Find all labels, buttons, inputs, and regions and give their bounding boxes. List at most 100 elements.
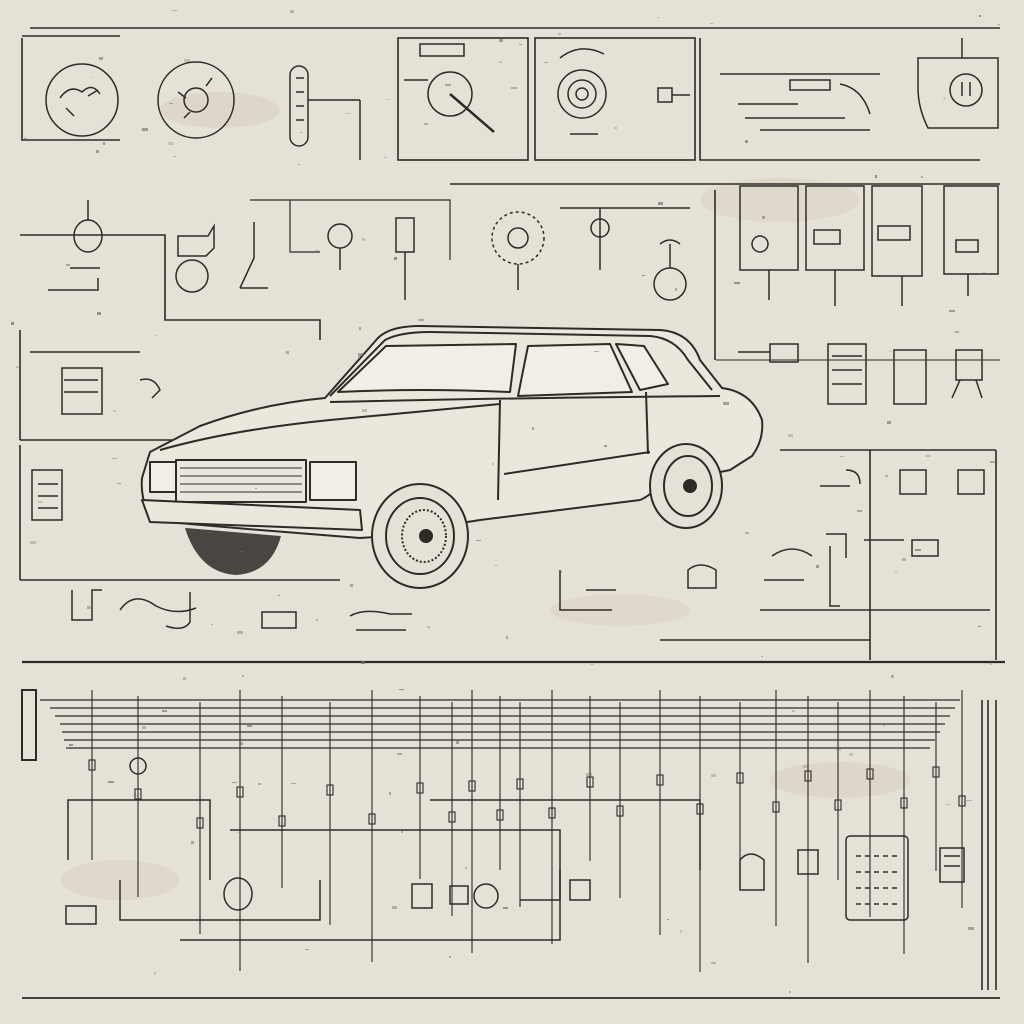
ink-speck: [242, 675, 244, 677]
ink-speck: [889, 351, 892, 352]
ink-speck: [38, 501, 42, 503]
terminal-mark: [736, 772, 744, 784]
control-module: [845, 835, 909, 921]
ink-speck: [291, 783, 296, 784]
ink-speck: [883, 724, 885, 726]
terminal-mark: [548, 807, 556, 819]
car-door-line: [497, 391, 651, 501]
ink-speck: [237, 631, 243, 634]
ink-speck: [184, 59, 190, 62]
ink-speck: [506, 636, 508, 639]
terminal-mark: [932, 766, 940, 778]
ink-speck: [191, 841, 194, 844]
ink-speck: [657, 17, 659, 18]
ink-speck: [389, 792, 391, 795]
ink-speck: [921, 176, 923, 178]
ink-speck: [362, 238, 365, 241]
ink-speck: [424, 123, 428, 125]
ink-speck: [300, 132, 302, 133]
ink-speck: [788, 434, 793, 437]
ink-speck: [142, 128, 148, 131]
ink-speck: [87, 606, 93, 609]
ink-speck: [117, 483, 121, 484]
ink-speck: [384, 157, 387, 158]
ink-speck: [642, 275, 645, 276]
car-roof-line: [329, 331, 713, 397]
ink-speck: [174, 156, 176, 157]
terminal-mark: [326, 784, 334, 796]
sensor: [657, 87, 690, 103]
ink-speck: [92, 77, 94, 78]
lamp: [327, 223, 353, 270]
ink-speck: [885, 475, 888, 477]
ink-speck: [955, 331, 959, 333]
panel-borders: [19, 27, 1005, 999]
ink-speck: [594, 351, 599, 352]
ink-speck: [16, 366, 20, 368]
ink-speck: [278, 595, 280, 596]
car-side-window-2: [615, 343, 669, 391]
ink-speck: [361, 661, 365, 664]
ink-speck: [386, 99, 390, 100]
ink-speck: [943, 98, 946, 99]
relay-device: [411, 883, 433, 909]
terminal-mark: [958, 795, 966, 807]
ink-speck: [392, 906, 397, 909]
ink-speck: [560, 571, 562, 573]
terminal-mark: [468, 780, 476, 792]
ink-speck: [397, 753, 402, 755]
ink-speck: [99, 57, 103, 60]
terminal-mark: [278, 815, 286, 827]
ink-speck: [836, 749, 841, 751]
car-far-wheel: [185, 527, 281, 575]
ink-speck: [394, 257, 397, 260]
bracket-1: [175, 223, 215, 293]
ink-speck: [499, 61, 502, 63]
ink-speck: [476, 540, 481, 541]
ink-speck: [658, 202, 663, 205]
ink-speck: [247, 725, 252, 727]
ink-speck: [240, 742, 243, 745]
ink-speck: [154, 972, 156, 975]
ink-speck: [96, 150, 99, 153]
ink-speck: [789, 991, 791, 993]
car-bumper: [141, 499, 363, 531]
ink-speck: [915, 549, 921, 551]
ink-speck: [586, 773, 592, 776]
car-rear-wheel: [649, 443, 723, 529]
left-side-components: [30, 351, 412, 631]
ink-speck: [445, 84, 451, 86]
ink-speck: [11, 322, 14, 325]
ink-speck: [350, 584, 353, 587]
ink-speck: [113, 410, 116, 412]
ink-speck: [511, 87, 517, 89]
ink-speck: [857, 510, 862, 512]
harness-drop-wires: [88, 690, 966, 972]
ink-speck: [258, 408, 262, 409]
ink-speck: [399, 689, 404, 690]
terminal-mark: [88, 759, 96, 771]
ink-speck: [590, 664, 594, 665]
ink-speck: [456, 741, 459, 744]
bulb-1: [560, 207, 690, 270]
ink-specks: [11, 10, 1000, 993]
ink-speck: [978, 626, 981, 627]
ink-speck: [667, 919, 669, 920]
ink-speck: [359, 327, 361, 330]
ink-speck: [680, 930, 682, 933]
ink-speck: [449, 956, 451, 958]
ink-speck: [998, 24, 1000, 25]
ink-speck: [495, 565, 497, 566]
ink-speck: [887, 421, 891, 424]
terminal-mark: [416, 782, 424, 794]
ink-speck: [108, 781, 114, 783]
ink-speck: [290, 10, 294, 13]
terminal-mark: [804, 770, 812, 782]
switch-device: [223, 877, 253, 911]
car-beltline: [329, 395, 721, 403]
sedan-side-view-icon: [140, 325, 764, 589]
terminal-mark: [496, 809, 504, 821]
connector: [395, 217, 415, 300]
